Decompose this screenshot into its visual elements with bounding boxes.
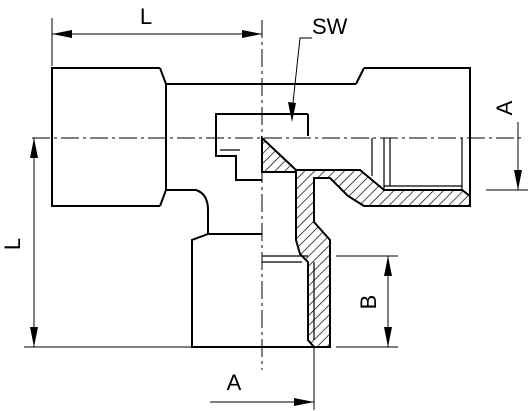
dim-left-arrow-top: [30, 138, 38, 158]
dim-b-arrow-top: [384, 256, 392, 276]
dim-bottom-arrow: [294, 398, 314, 406]
hex-socket-outline: [215, 113, 308, 181]
left-nut-edge-top: [159, 67, 167, 85]
wrench-size-arrow: [288, 102, 296, 122]
dim-top-arrow-left: [52, 30, 72, 38]
dim-left-arrow-bottom: [30, 327, 38, 347]
dim-right-label: A: [492, 100, 517, 115]
dim-left-label: L: [0, 238, 25, 250]
dim-bottom-label: A: [227, 370, 242, 395]
body-left-underside: [166, 189, 209, 234]
wrench-size-leader: [291, 37, 312, 113]
dim-b-arrow-bottom: [384, 327, 392, 347]
bottom-nut-outline: [191, 233, 314, 348]
dim-b-label: B: [356, 295, 381, 310]
dim-top-label: L: [140, 4, 152, 29]
dim-top-arrow-right: [242, 30, 262, 38]
body-top-right-edge: [355, 67, 365, 85]
dim-right-arrow: [514, 170, 522, 190]
wrench-size-label: SW: [312, 14, 348, 39]
section-central-wall: [261, 135, 471, 348]
left-nut-outline: [51, 67, 160, 207]
left-nut-edge-bottom: [159, 189, 167, 207]
